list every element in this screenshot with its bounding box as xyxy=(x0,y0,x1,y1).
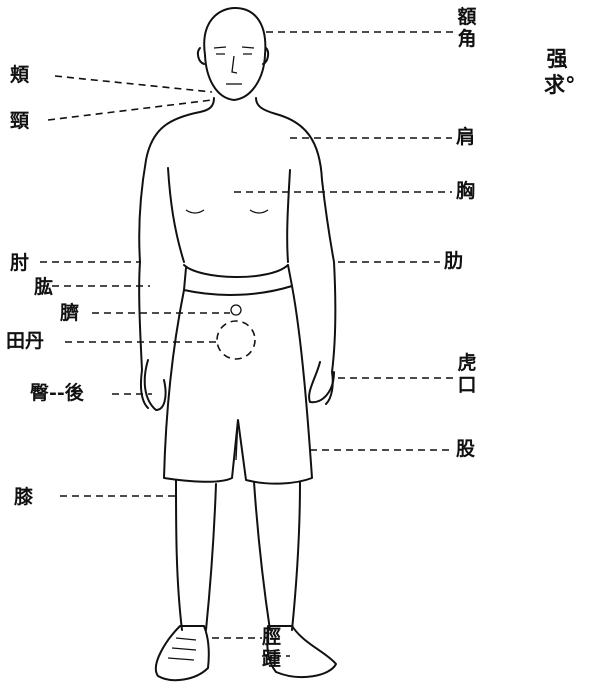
label-thigh: 股 xyxy=(456,438,475,460)
label-ribs: 肋 xyxy=(444,250,463,272)
label-chest: 胸 xyxy=(456,180,475,202)
label-cheek: 頬 xyxy=(10,64,29,86)
label-buttock-back: 臀--後 xyxy=(30,382,84,404)
side-note: 强求° xyxy=(544,46,570,98)
figure-torso xyxy=(139,98,335,410)
label-heel: 踵 xyxy=(262,648,281,670)
label-dantian: 田丹 xyxy=(6,330,44,352)
label-navel: 臍 xyxy=(60,302,79,324)
label-shin: 脛 xyxy=(262,626,281,648)
leader-lines xyxy=(40,32,456,656)
label-forehead: 額角 xyxy=(456,6,478,50)
label-tiger-mouth: 虎口 xyxy=(456,352,478,396)
label-upper-arm: 肱 xyxy=(34,276,53,298)
label-shoulder: 肩 xyxy=(456,126,475,148)
figure-head xyxy=(198,8,268,100)
label-neck: 頸 xyxy=(10,110,29,132)
figure-legs xyxy=(156,286,336,680)
label-knee: 膝 xyxy=(14,486,33,508)
label-elbow: 肘 xyxy=(10,252,29,274)
